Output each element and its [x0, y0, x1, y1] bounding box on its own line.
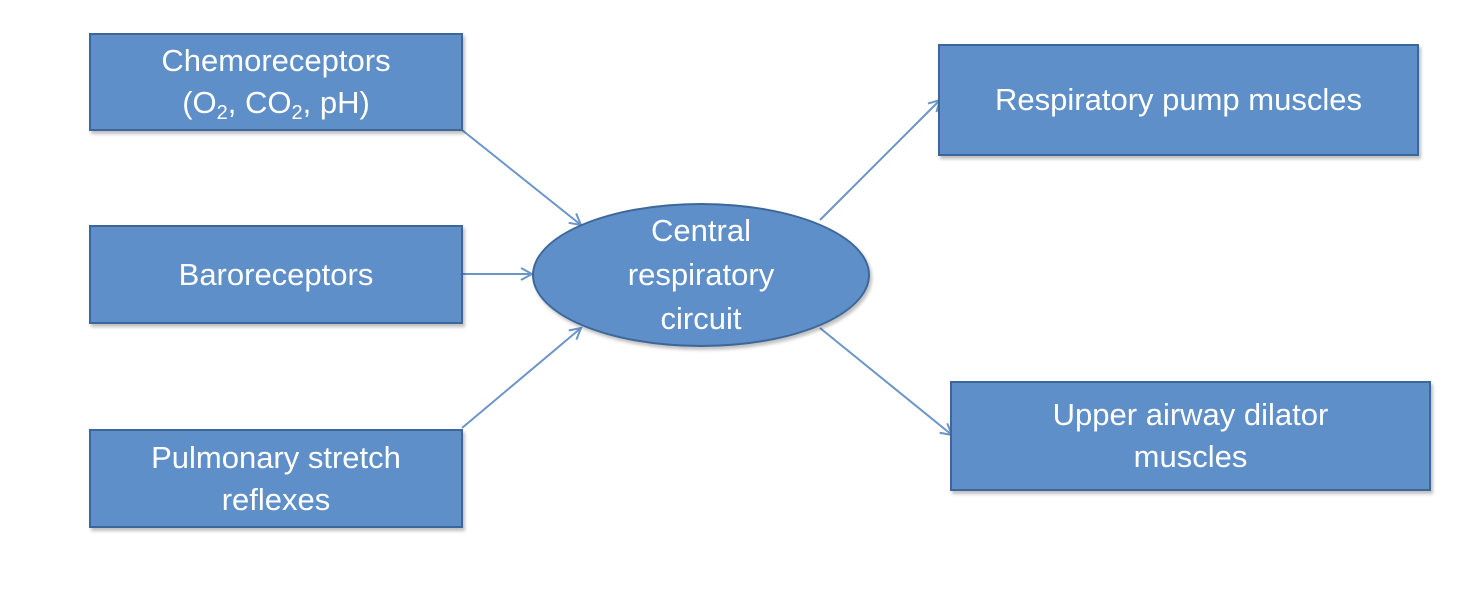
arrow-central-to-pump	[819, 100, 940, 221]
respiratory-pump-muscles-node: Respiratory pump muscles	[938, 44, 1419, 156]
central-label-2: respiratory	[627, 257, 775, 292]
baroreceptors-node: Baroreceptors	[89, 225, 463, 324]
central-label-1: Central	[651, 213, 751, 248]
upper-airway-label: Upper airway dilator	[1052, 397, 1329, 432]
chemoreceptors-node: Chemoreceptors (O2, CO2, pH)	[89, 33, 463, 131]
respiratory-pump-label: Respiratory pump muscles	[995, 82, 1362, 117]
arrow-pulmonary-to-central	[461, 328, 581, 429]
pulmonary-stretch-node: Pulmonary stretch reflexes	[89, 429, 463, 528]
chemoreceptors-label: Chemoreceptors	[161, 43, 391, 78]
baroreceptors-label: Baroreceptors	[178, 256, 374, 292]
central-label-3: circuit	[660, 301, 742, 336]
chemoreceptors-sublabel: (O2, CO2, pH)	[182, 85, 370, 124]
pulmonary-stretch-label: Pulmonary stretch	[151, 439, 401, 475]
upper-airway-dilator-node: Upper airway dilator muscles	[950, 381, 1431, 491]
arrow-central-to-airway	[819, 327, 952, 435]
pulmonary-stretch-label-2: reflexes	[221, 481, 331, 517]
arrow-chemoreceptors-to-central	[461, 129, 581, 225]
central-respiratory-circuit-node: Central respiratory circuit	[532, 203, 870, 347]
upper-airway-label-2: muscles	[1133, 439, 1248, 474]
